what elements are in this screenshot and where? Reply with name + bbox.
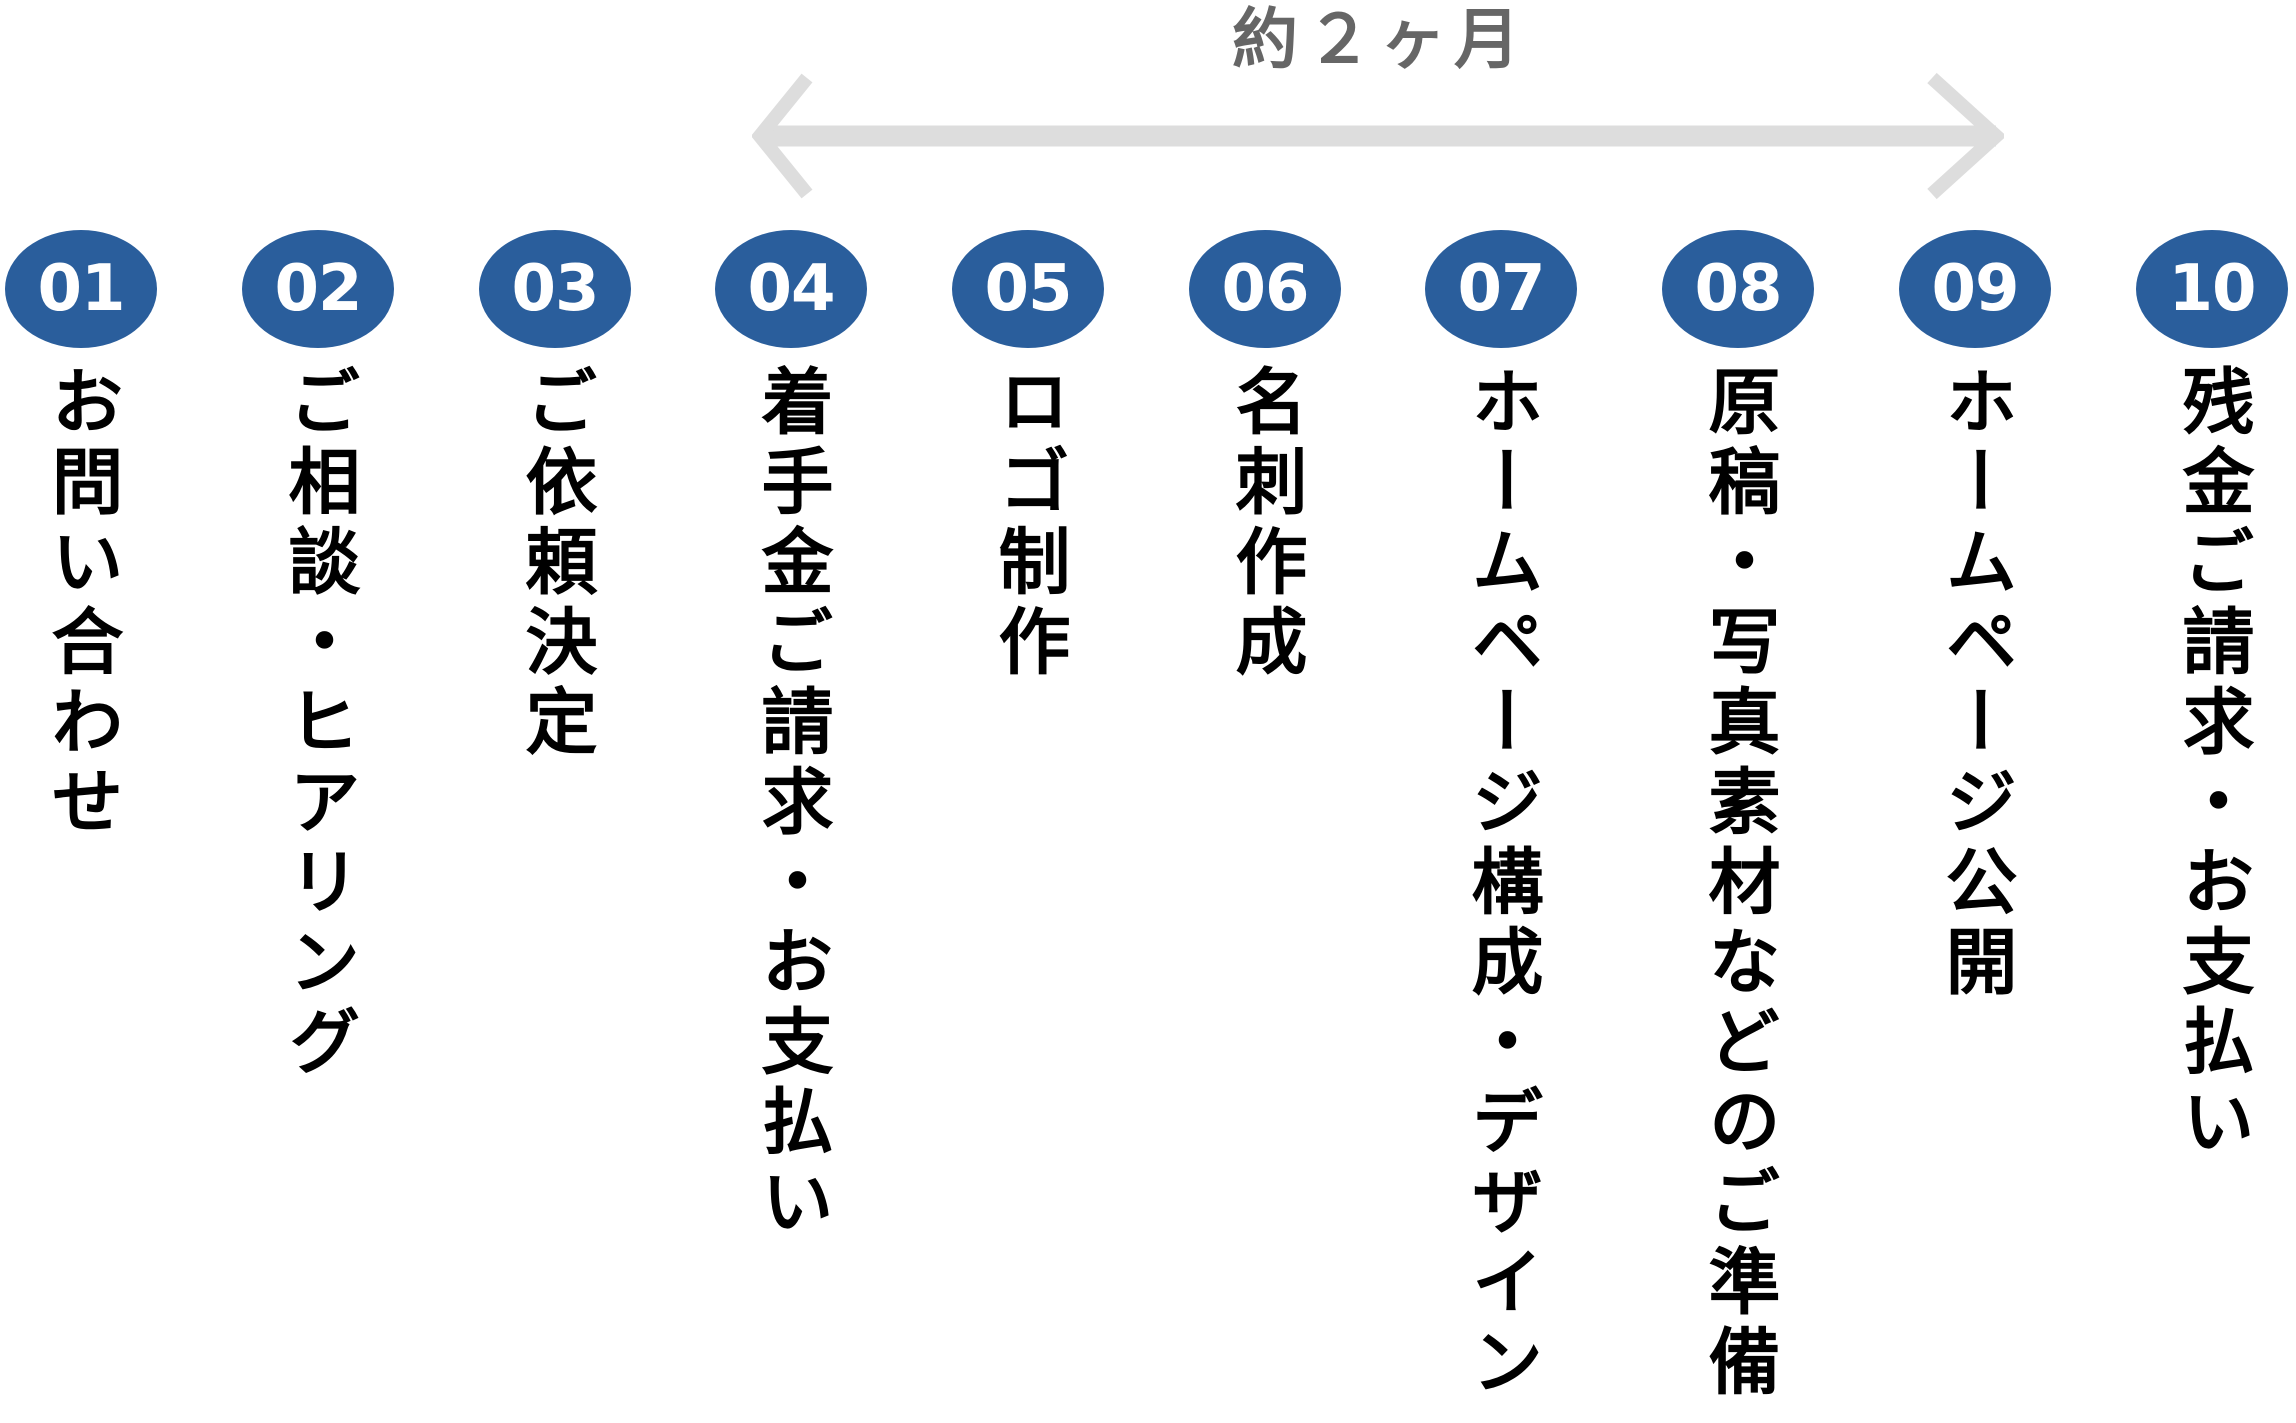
step-label: 着手金ご請求・お支払い	[749, 364, 833, 1244]
step-05: 05 ロゴ制作	[948, 230, 1108, 1420]
step-number-badge: 03	[479, 230, 631, 348]
step-number-badge: 09	[1899, 230, 2051, 348]
step-number-badge: 08	[1662, 230, 1814, 348]
step-label: 原稿・写真素材などのご準備	[1696, 364, 1780, 1404]
step-number-badge: 05	[952, 230, 1104, 348]
step-label: ホームページ構成・デザイン	[1459, 364, 1543, 1404]
step-09: 09 ホームページ公開	[1895, 230, 2055, 1420]
step-07: 07 ホームページ構成・デザイン	[1421, 230, 1581, 1420]
step-10: 10 残金ご請求・お支払い	[2132, 230, 2292, 1420]
step-number-badge: 07	[1425, 230, 1577, 348]
step-label: ロゴ制作	[986, 364, 1070, 684]
double-headed-arrow-icon	[752, 72, 2004, 200]
step-number-badge: 01	[5, 230, 157, 348]
step-number-badge: 06	[1189, 230, 1341, 348]
step-label: ご相談・ヒアリング	[276, 364, 360, 1084]
step-label: お問い合わせ	[39, 364, 123, 844]
step-06: 06 名刺作成	[1185, 230, 1345, 1420]
step-04: 04 着手金ご請求・お支払い	[711, 230, 871, 1420]
step-label: ホームページ公開	[1933, 364, 2017, 1004]
step-label: 残金ご請求・お支払い	[2170, 364, 2254, 1164]
step-01: 01 お問い合わせ	[1, 230, 161, 1420]
step-03: 03 ご依頼決定	[475, 230, 635, 1420]
step-08: 08 原稿・写真素材などのご準備	[1658, 230, 1818, 1420]
step-number-badge: 10	[2136, 230, 2288, 348]
step-number-badge: 02	[242, 230, 394, 348]
step-label: ご依頼決定	[513, 364, 597, 764]
step-02: 02 ご相談・ヒアリング	[238, 230, 398, 1420]
step-number-badge: 04	[715, 230, 867, 348]
duration-label: 約２ヶ月	[1232, 1, 1528, 78]
step-label: 名刺作成	[1223, 364, 1307, 684]
